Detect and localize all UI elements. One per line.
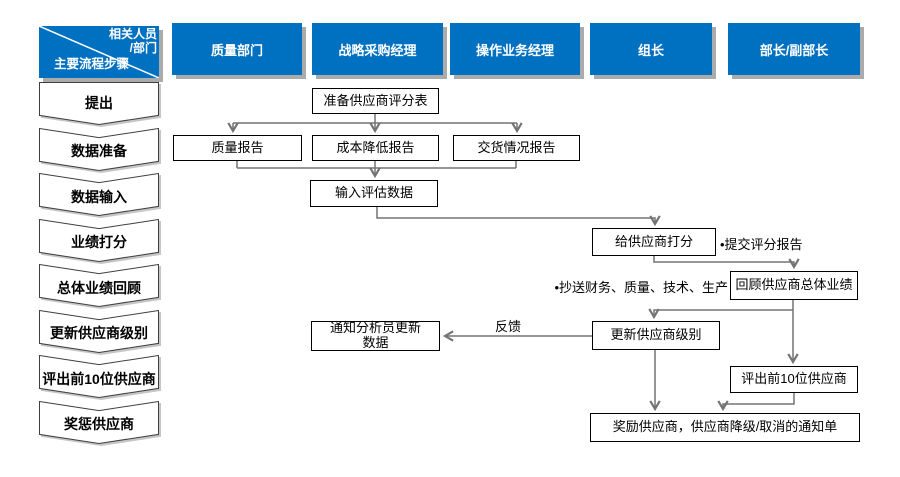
flow-node-score-suppliers: 给供应商打分	[592, 228, 716, 256]
corner-label-departments: 相关人员 /部门	[109, 27, 157, 56]
flow-node-reward-downgrade-notice: 奖励供应商，供应商降级/取消的通知单	[590, 413, 860, 442]
process-step-5: 更新供应商级别	[39, 309, 159, 353]
chevron-shape	[39, 355, 159, 398]
matrix-corner-header: 相关人员 /部门 主要流程步骤	[39, 26, 159, 78]
process-step-label: 奖惩供应商	[64, 416, 134, 432]
flow-node-delivery-report: 交货情况报告	[453, 135, 580, 161]
lane-header-group-leader: 组长	[590, 23, 712, 75]
process-step-4: 总体业绩回顾	[39, 264, 159, 307]
chevron-shape	[39, 309, 159, 353]
chevron-shape	[39, 264, 159, 307]
process-step-label: 数据输入	[71, 188, 127, 205]
annotation-feedback-label: 反馈	[494, 319, 521, 334]
process-step-2: 数据输入	[39, 173, 159, 216]
lane-header-quality-dept: 质量部门	[172, 23, 302, 75]
corner-label-line1: 相关人员	[108, 27, 157, 41]
chevron-shape	[39, 127, 159, 171]
flow-node-quality-report: 质量报告	[173, 135, 302, 161]
diagonal-divider	[39, 26, 159, 78]
flow-node-cost-reduction-report: 成本降低报告	[312, 135, 439, 161]
process-step-label: 业绩打分	[71, 234, 127, 250]
process-step-1: 数据准备	[39, 127, 159, 171]
lane-header-operations-business-manager: 操作业务经理	[450, 23, 580, 75]
process-step-3: 业绩打分	[39, 218, 159, 262]
corner-label-line2: /部门	[129, 41, 157, 56]
flow-node-top10-suppliers: 评出前10位供应商	[730, 366, 858, 393]
process-step-label: 总体业绩回顾	[57, 279, 141, 296]
chevron-shape	[39, 82, 159, 125]
flow-node-input-evaluation-data: 输入评估数据	[310, 180, 438, 207]
process-step-label: 数据准备	[71, 143, 127, 159]
process-step-label: 更新供应商级别	[50, 325, 148, 341]
chevron-shape	[39, 173, 159, 216]
annotation-submit-score-report: •提交评分报告	[720, 236, 803, 252]
process-step-label: 提出	[85, 95, 113, 111]
process-step-label: 评出前10位供应商	[42, 370, 156, 387]
chevron-shape	[39, 400, 159, 444]
flow-node-notify-analyst-update: 通知分析员更新数据	[311, 320, 440, 351]
lane-header-minister-deputy: 部长/副部长	[728, 23, 860, 75]
process-step-0: 提出	[39, 82, 159, 125]
flow-node-update-supplier-level: 更新供应商级别	[592, 321, 720, 350]
process-step-6: 评出前10位供应商	[39, 355, 159, 398]
flow-node-prepare-scorecard: 准备供应商评分表	[312, 88, 439, 114]
lane-header-strategic-procurement-manager: 战略采购经理	[312, 23, 443, 75]
chevron-shape	[39, 218, 159, 262]
annotation-cc-departments: •抄送财务、质量、技术、生产	[554, 279, 728, 295]
flow-node-review-overall-performance: 回顾供应商总体业绩	[730, 271, 858, 300]
process-step-7: 奖惩供应商	[39, 400, 159, 444]
corner-label-steps: 主要流程步骤	[54, 57, 130, 71]
